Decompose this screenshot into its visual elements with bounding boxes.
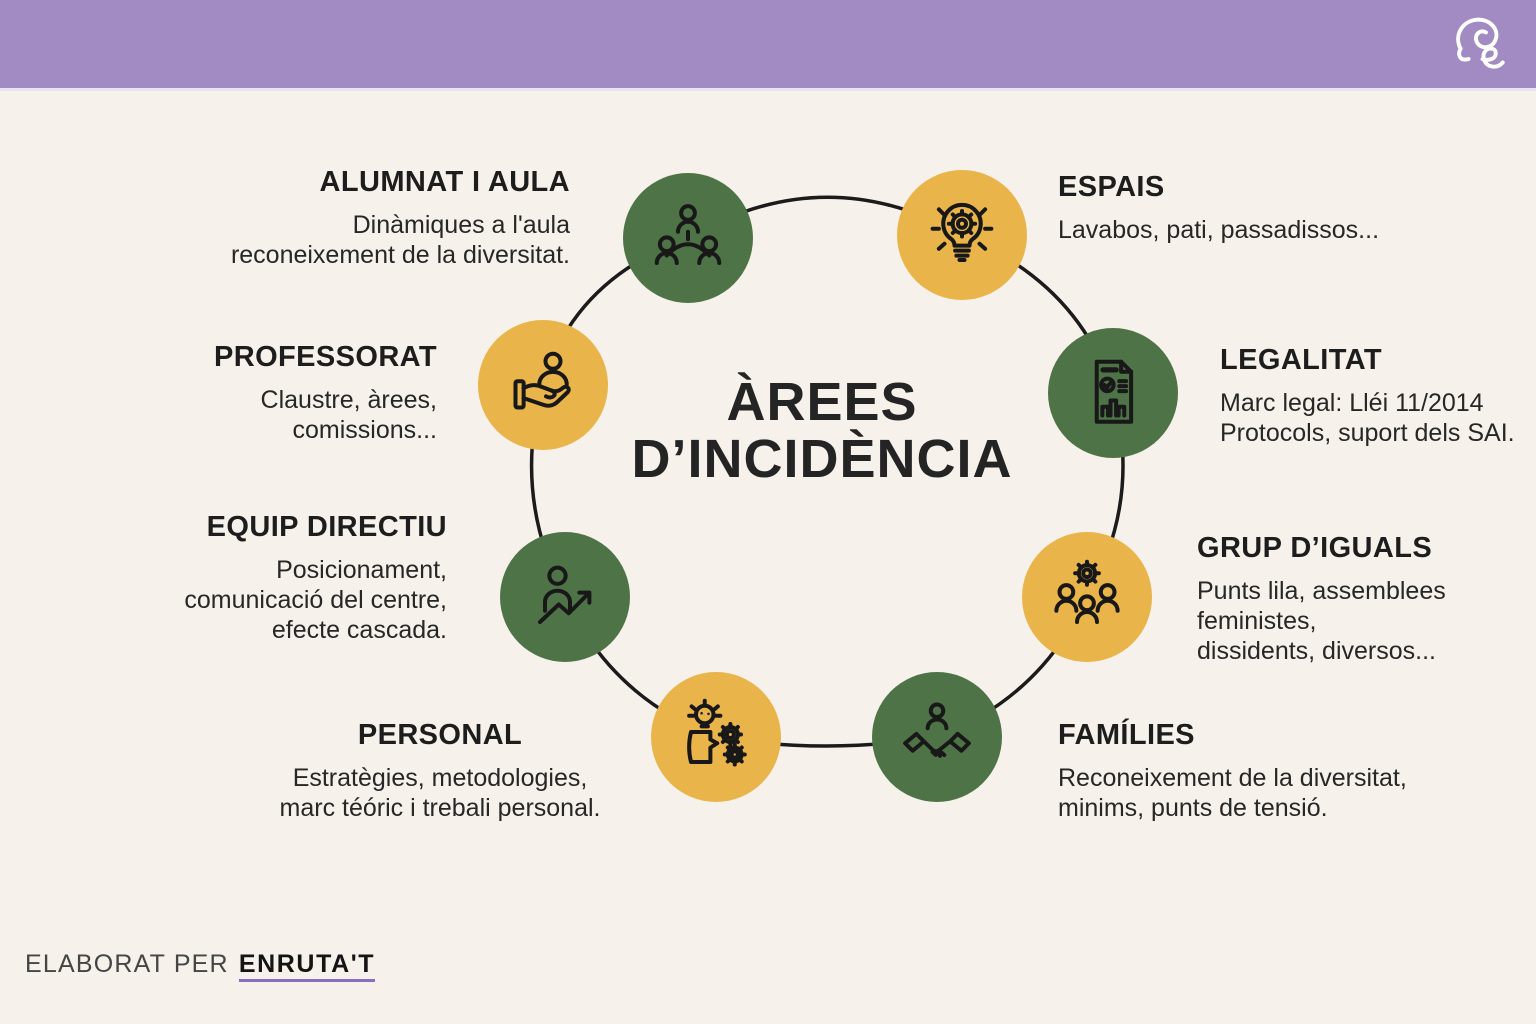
node-equip-directiu: [500, 532, 630, 662]
footer-credit: ELABORAT PER ENRUTA'T: [25, 950, 376, 982]
node-heading: GRUP D’IGUALS: [1197, 532, 1433, 564]
label-block-personal: PERSONAL Estratègies, metodologies, marc…: [260, 719, 620, 823]
label-block-espais: ESPAIS Lavabos, pati, passadissos...: [1058, 171, 1488, 245]
enrutat-loop-logo-icon: [1456, 17, 1505, 69]
node-description-line: Posicionament,: [276, 556, 447, 584]
node-families: [872, 672, 1002, 802]
hand-supporting-person-icon: [513, 351, 571, 410]
node-description-line: Punts lila, assemblees feministes,: [1197, 577, 1446, 635]
node-description-line: Dinàmiques a l'aula: [352, 211, 570, 239]
node-alumnat-i-aula: [623, 173, 753, 303]
node-description-line: dissidents, diversos...: [1197, 637, 1436, 665]
label-block-equip-directiu: EQUIP DIRECTIU Posicionament, comunicaci…: [97, 511, 447, 645]
node-heading: PROFESSORAT: [214, 341, 437, 373]
credit-prefix: ELABORAT PER: [25, 950, 229, 978]
node-heading: ALUMNAT I AULA: [319, 166, 570, 198]
node-description-line: comunicació del centre,: [184, 586, 447, 614]
node-heading: ESPAIS: [1058, 171, 1165, 203]
node-professorat: [478, 320, 608, 450]
node-description-line: Reconeixement de la diversitat,: [1058, 764, 1407, 792]
person-growth-arrow-icon: [538, 565, 592, 624]
node-description-line: Claustre, àrees,: [260, 386, 437, 414]
title-line-1: ÀREES: [726, 372, 918, 432]
idea-bulb-gear-icon: [930, 203, 994, 262]
node-description-line: comissions...: [292, 416, 437, 444]
label-block-families: FAMÍLIES Reconeixement de la diversitat,…: [1058, 719, 1488, 823]
node-description-line: Estratègies, metodologies,: [292, 764, 588, 792]
group-with-gear-icon: [1054, 559, 1120, 624]
diagram-title: ÀREES D’INCIDÈNCIA: [522, 374, 1122, 488]
node-espais: [897, 170, 1027, 300]
node-description-line: efecte cascada.: [271, 616, 447, 644]
title-line-2: D’INCIDÈNCIA: [631, 429, 1013, 489]
mind-bulb-gears-icon: [687, 698, 747, 767]
node-personal: [651, 672, 781, 802]
node-description-line: reconeixement de la diversitat.: [230, 241, 570, 269]
node-description-line: Lavabos, pati, passadissos...: [1058, 216, 1380, 244]
node-grup-d-iguals: [1022, 532, 1152, 662]
node-description-line: minims, punts de tensió.: [1058, 794, 1328, 822]
handshake-person-icon: [903, 702, 971, 758]
label-block-professorat: PROFESSORAT Claustre, àrees, comissions.…: [87, 341, 437, 445]
node-heading: FAMÍLIES: [1058, 719, 1195, 751]
label-block-grup-d-iguals: GRUP D’IGUALS Punts lila, assemblees fem…: [1197, 532, 1532, 666]
node-heading: LEGALITAT: [1220, 344, 1382, 376]
people-hierarchy-icon: [654, 204, 722, 265]
node-legalitat: [1048, 328, 1178, 458]
node-heading: EQUIP DIRECTIU: [206, 511, 447, 543]
node-heading: PERSONAL: [357, 719, 523, 751]
node-description-line: Protocols, suport dels SAI.: [1220, 419, 1515, 447]
label-block-alumnat-i-aula: ALUMNAT I AULA Dinàmiques a l'aula recon…: [120, 166, 570, 270]
header-band: [0, 0, 1536, 91]
legal-document-icon: [1094, 359, 1134, 424]
label-block-legalitat: LEGALITAT Marc legal: Lléi 11/2014 Proto…: [1220, 344, 1520, 448]
node-description-line: Marc legal: Lléi 11/2014: [1220, 389, 1484, 417]
enrutat-link[interactable]: ENRUTA'T: [238, 950, 376, 982]
node-description-line: marc téóric i trebali personal.: [279, 794, 601, 822]
